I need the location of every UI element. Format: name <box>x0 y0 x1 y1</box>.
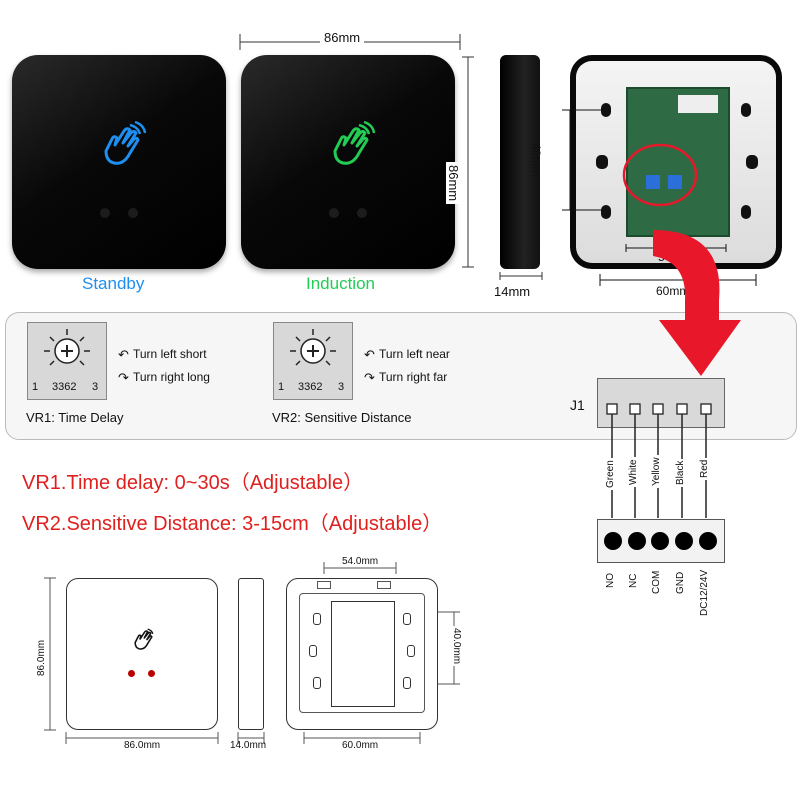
vr2-left-text: Turn left near <box>379 347 450 361</box>
back-top-dim-line <box>323 562 397 574</box>
sensor-eye-right <box>357 208 367 218</box>
terminal-nc <box>628 532 646 550</box>
side-profile-photo <box>500 55 540 269</box>
vr2-pin-right: 3 <box>338 381 345 393</box>
wire-label-black: Black <box>675 458 686 487</box>
vr1-chip-code: 3362 <box>52 381 77 393</box>
vr1-right-text: Turn right long <box>133 370 210 384</box>
red-arrow <box>653 230 741 376</box>
terminal-block <box>597 519 725 563</box>
pcb-outline <box>331 601 395 707</box>
back-bottom-label: 60.0mm <box>342 740 379 751</box>
connector-label: J1 <box>570 397 585 413</box>
terminal-gnd <box>675 532 693 550</box>
height-dimension-line <box>462 56 474 268</box>
back-view-drawing <box>286 578 438 730</box>
hole-outline <box>313 677 321 689</box>
hole-outline <box>403 677 411 689</box>
front-width-label: 86.0mm <box>124 740 161 751</box>
blue-hand-icon <box>104 121 146 165</box>
vr2-screw-icon <box>290 329 336 366</box>
wire-label-red: Red <box>699 457 710 480</box>
front-eye-left <box>128 670 135 677</box>
front-eye-right <box>148 670 155 677</box>
spec-sensitive-distance: VR2.Sensitive Distance: 3-15cm（Adjustabl… <box>22 513 443 535</box>
depth-dimension-line <box>499 272 543 280</box>
wire-label-white: White <box>628 457 639 487</box>
wire-label-green: Green <box>605 458 616 490</box>
hole-outline <box>407 645 415 657</box>
terminal-no <box>604 532 622 550</box>
vr2-chip-code: 3362 <box>298 381 323 393</box>
width-dimension-label: 86mm <box>320 30 365 45</box>
highlight-circle <box>622 143 698 207</box>
back-inner-frame <box>299 593 425 713</box>
wire-label-yellow: Yellow <box>651 455 662 488</box>
terminal-label-no: NO <box>605 573 616 588</box>
sensor-eye-left <box>100 208 110 218</box>
vr2-right-text: Turn right far <box>379 370 448 384</box>
vr2-pin-left: 1 <box>278 381 285 393</box>
sensor-eye-left <box>329 208 339 218</box>
back-dim-60-label: 60mm <box>656 284 690 298</box>
hole-outline <box>309 645 317 657</box>
vr1-pin-right: 3 <box>92 381 99 393</box>
front-height-dim-line <box>44 577 56 731</box>
depth-dimension-label: 14mm <box>494 284 531 299</box>
side-depth-dim-line <box>237 732 265 744</box>
vr1-caption: VR1: Time Delay <box>26 410 124 425</box>
vr1-screw-icon <box>44 329 90 366</box>
potentiometer-vr2 <box>668 175 682 189</box>
terminal-label-com: COM <box>651 570 662 594</box>
mount-hole <box>596 155 608 169</box>
side-depth-label: 14.0mm <box>230 740 267 751</box>
terminal-label-nc: NC <box>628 573 639 588</box>
mount-hole <box>741 103 751 117</box>
mount-hole <box>741 205 751 219</box>
mount-hole <box>601 205 611 219</box>
vr1-left-text: Turn left short <box>133 347 207 361</box>
front-width-dim-line <box>65 732 219 744</box>
terminal-dc <box>699 532 717 550</box>
rotate-left-icon: ↶ <box>364 347 375 362</box>
vr1-pin-left: 1 <box>32 381 39 393</box>
hand-outline-icon <box>134 628 154 650</box>
mount-hole <box>746 155 758 169</box>
height-dimension-label: 86mm <box>446 162 461 205</box>
vr2-chip: 1 3362 3 <box>273 322 353 400</box>
sensor-eye-right <box>128 208 138 218</box>
rotate-left-icon: ↶ <box>118 347 129 362</box>
rotate-right-icon: ↷ <box>364 370 375 385</box>
rotate-right-icon: ↷ <box>118 370 129 385</box>
hole-outline <box>403 613 411 625</box>
standby-label: Standby <box>82 274 145 293</box>
back-top-label: 54.0mm <box>340 556 381 567</box>
hole-outline <box>313 613 321 625</box>
spec-time-delay: VR1.Time delay: 0~30s（Adjustable） <box>22 472 364 494</box>
back-right-label: 40.0mm <box>451 626 462 667</box>
back-dim-40-label: 40mm <box>529 143 543 177</box>
green-hand-icon <box>333 121 375 165</box>
j1-connector-housing <box>597 378 725 428</box>
terminal-com <box>651 532 669 550</box>
terminal-label-gnd: GND <box>675 571 686 594</box>
terminal-label-dc: DC12/24V <box>699 569 710 616</box>
front-view-drawing <box>66 578 218 730</box>
induction-label: Induction <box>306 274 375 293</box>
vr1-chip: 1 3362 3 <box>27 322 107 400</box>
potentiometer-vr1 <box>646 175 660 189</box>
front-height-label: 86.0mm <box>36 637 47 678</box>
pcb-connector <box>678 95 718 113</box>
back-bottom-dim-line <box>303 732 421 744</box>
top-notch <box>317 581 331 589</box>
side-view-drawing <box>238 578 264 730</box>
standby-sensor-photo <box>12 55 226 269</box>
top-notch <box>377 581 391 589</box>
induction-sensor-photo <box>241 55 455 269</box>
vr2-caption: VR2: Sensitive Distance <box>272 410 412 425</box>
